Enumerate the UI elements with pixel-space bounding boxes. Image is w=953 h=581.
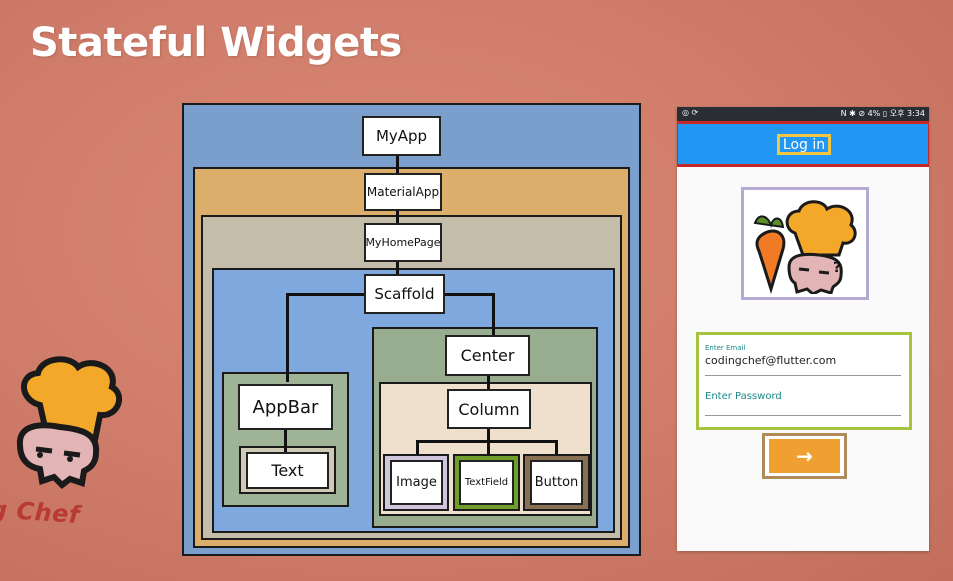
node-myhomepage: MyHomePage [364, 223, 442, 262]
chef-logo [0, 345, 140, 495]
node-materialapp: MaterialApp [364, 173, 442, 211]
phone-screen: ◎ ⟳ N ✱ ⊘ 4% ▯ 오후 3:34 Log in ? Enter Em… [677, 107, 929, 551]
password-underline [705, 415, 901, 416]
submit-button[interactable]: → [769, 439, 840, 473]
question-mark: ? [833, 260, 842, 276]
wire-appbar-text [284, 428, 287, 454]
node-myapp: MyApp [362, 116, 441, 156]
node-image: Image [390, 460, 443, 505]
chef-image [747, 193, 863, 296]
node-center: Center [445, 335, 530, 376]
wire-column-textfield [487, 440, 490, 458]
logo-wordmark: g Chef [0, 494, 81, 530]
slide-title: Stateful Widgets [30, 20, 402, 66]
node-scaffold: Scaffold [364, 274, 445, 314]
wire-materialapp-myhomepage [396, 210, 399, 224]
password-input[interactable]: Enter Password [705, 391, 782, 402]
node-textfield: TextField [459, 460, 514, 505]
email-input[interactable]: codingchef@flutter.com [705, 354, 837, 367]
wire-column-button [555, 440, 558, 458]
node-text: Text [246, 452, 329, 489]
form-outline [696, 332, 912, 430]
status-left-icons: ◎ ⟳ [682, 108, 699, 117]
email-label: Enter Email [705, 344, 746, 352]
wire-scaffold-left-h [286, 293, 366, 296]
appbar-title: Log in [777, 134, 831, 155]
chef-logo-icon [16, 356, 123, 489]
phone-appbar [677, 121, 929, 165]
node-appbar: AppBar [238, 384, 333, 430]
wire-myapp-materialapp [396, 154, 399, 174]
node-column: Column [447, 389, 531, 429]
email-underline [705, 375, 901, 376]
status-bar: ◎ ⟳ N ✱ ⊘ 4% ▯ 오후 3:34 [677, 107, 929, 121]
appbar-highlight-outline [677, 121, 929, 167]
chef-skull-carrot-icon [753, 200, 857, 296]
wire-scaffold-right-v [492, 293, 495, 337]
wire-scaffold-left-v [286, 293, 289, 382]
wire-center-column [487, 375, 490, 391]
arrow-right-icon: → [796, 444, 813, 468]
wire-column-image [416, 440, 419, 458]
node-button: Button [530, 460, 583, 505]
wire-myhomepage-scaffold [396, 261, 399, 275]
wire-scaffold-right-h [444, 293, 495, 296]
wire-column-down [487, 428, 490, 441]
status-right-info: N ✱ ⊘ 4% ▯ 오후 3:34 [840, 109, 925, 118]
